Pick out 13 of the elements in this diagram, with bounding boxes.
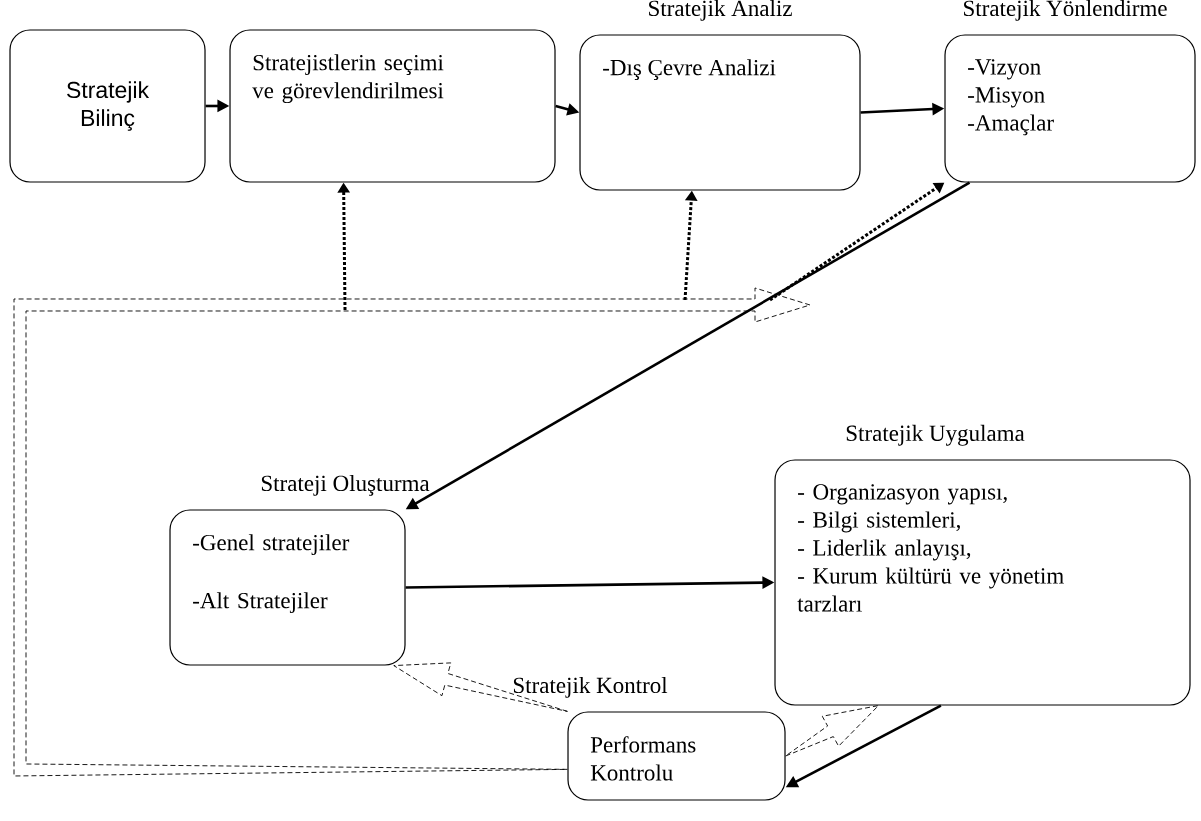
node-label: Stratejik Analiz xyxy=(649,0,792,21)
node-label: Strateji Oluşturma xyxy=(261,474,430,496)
node-label: Stratejik Kontrol xyxy=(513,676,668,698)
process-box: Stratejik Analiz -Dış Çevre Analizi xyxy=(579,0,861,191)
process-box: Stratejik Bilinç xyxy=(9,29,206,183)
process-box: Stratejistlerin seçimi ve görevlendirilmesi xyxy=(229,29,556,183)
hollow-arrow xyxy=(393,662,568,712)
process-box: Strateji Oluşturma -Genel stratejiler -Alt Stratejiler xyxy=(169,474,430,666)
hollow-arrow xyxy=(13,287,811,777)
node-label: Stratejik Yönlendirme xyxy=(964,0,1167,21)
node-label: Stratejik Uygulama xyxy=(846,424,1025,446)
process-box: Stratejik Yönlendirme -Vizyon -Misyon -Amaçlar xyxy=(944,0,1196,183)
hollow-arrow xyxy=(785,705,879,757)
